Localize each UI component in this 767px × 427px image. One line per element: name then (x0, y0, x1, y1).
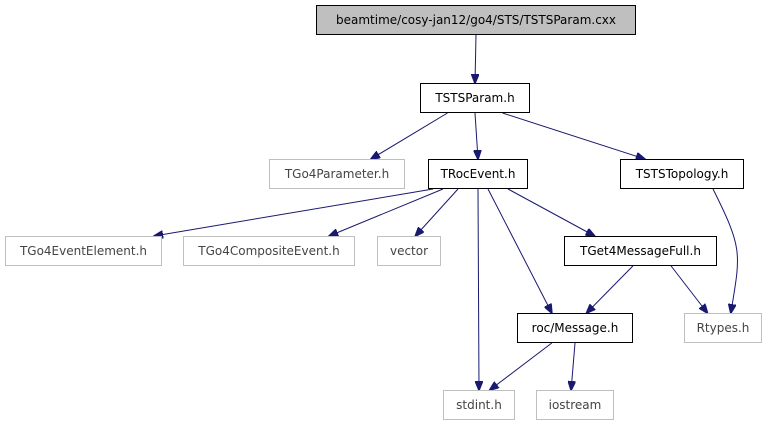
node-stdint-h[interactable]: stdint.h (443, 390, 515, 420)
edge-root-to-tstsparam_h (475, 34, 476, 83)
node-tststopology-h[interactable]: TSTSTopology.h (620, 159, 744, 189)
node-tgo4eventelement-h[interactable]: TGo4EventElement.h (5, 236, 162, 266)
edge-trocevent-to-roc_message (487, 188, 552, 313)
node-tget4messagefull-h[interactable]: TGet4MessageFull.h (564, 236, 717, 266)
node-tgo4parameter-h[interactable]: TGo4Parameter.h (269, 159, 405, 189)
node-root-file[interactable]: beamtime/cosy-jan12/go4/STS/TSTSParam.cx… (316, 5, 636, 35)
node-tstsparam-h[interactable]: TSTSParam.h (420, 83, 530, 113)
edge-tstsparam_h-to-trocevent (475, 112, 478, 159)
edge-trocevent-to-tgo4eventelement (154, 188, 434, 236)
node-rtypes-h[interactable]: Rtypes.h (684, 313, 762, 343)
edge-tget4message-to-rtypes (670, 265, 707, 313)
node-tgo4compositeevent-h[interactable]: TGo4CompositeEvent.h (183, 236, 355, 266)
edge-roc_message-to-stdint (490, 342, 553, 390)
node-roc-message-h[interactable]: roc/Message.h (517, 313, 633, 343)
node-trocevent-h[interactable]: TRocEvent.h (428, 159, 528, 189)
edge-trocevent-to-tgo4composite (329, 188, 444, 236)
edge-roc_message-to-iostream (571, 342, 575, 390)
edge-trocevent-to-stdint (478, 188, 479, 390)
edge-tstsparam_h-to-tststopology (502, 112, 645, 159)
edge-tget4message-to-roc_message (587, 265, 634, 313)
edge-tstsparam_h-to-tgo4parameter (371, 112, 448, 159)
node-vector[interactable]: vector (377, 236, 441, 266)
edge-trocevent-to-vector (415, 188, 459, 236)
node-iostream[interactable]: iostream (536, 390, 614, 420)
edge-tststopology-to-rtypes (712, 188, 738, 313)
edge-trocevent-to-tget4message (507, 188, 595, 236)
